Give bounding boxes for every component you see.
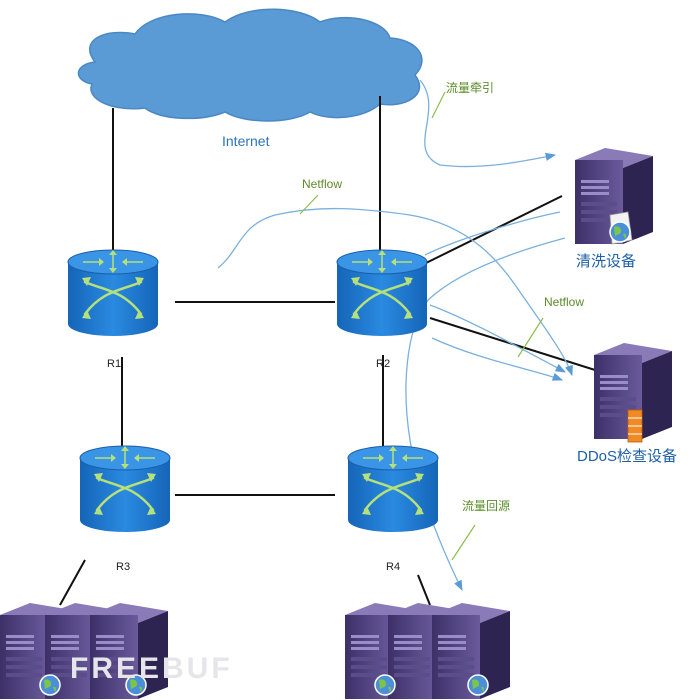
router-r1-icon — [66, 248, 160, 338]
internet-cloud-icon — [77, 8, 423, 122]
router-r4-label: R4 — [386, 561, 401, 573]
internet-label: Internet — [222, 133, 270, 149]
router-r2-label: R2 — [376, 358, 391, 370]
cleaning-device-server-icon — [575, 148, 653, 245]
diversion-flow-arrow — [419, 79, 557, 168]
router-r3-icon — [78, 444, 172, 534]
netflow-flow-arrow — [217, 207, 573, 376]
ddos-check-server-icon — [594, 343, 672, 443]
return-flow-arrow — [405, 237, 566, 591]
netflow-to-ddos-arrow-2 — [431, 337, 563, 381]
router-r2-icon — [335, 248, 429, 338]
cleaning-device-label: 清洗设备 — [576, 253, 637, 270]
annotation-leaders — [299, 91, 544, 561]
router-r3-label: R3 — [116, 561, 131, 573]
cleaning-flow-line — [424, 211, 561, 256]
watermark-text: FREEBUF — [70, 652, 233, 685]
link-r4-servers — [417, 574, 431, 606]
traffic-flow-curves — [217, 79, 573, 591]
netflow-top-label: Netflow — [302, 177, 343, 191]
server-group-right-icon — [345, 603, 510, 699]
ddos-check-device-label: DDoS检查设备 — [577, 448, 678, 465]
link-r3-servers — [59, 559, 86, 606]
traffic-diversion-label: 流量牵引 — [446, 81, 495, 95]
traffic-return-label: 流量回源 — [462, 499, 511, 513]
router-r4-icon — [346, 444, 440, 534]
netflow-to-ddos-arrow — [429, 304, 566, 373]
netflow-right-label: Netflow — [544, 295, 585, 309]
router-r1-label: R1 — [107, 358, 122, 370]
